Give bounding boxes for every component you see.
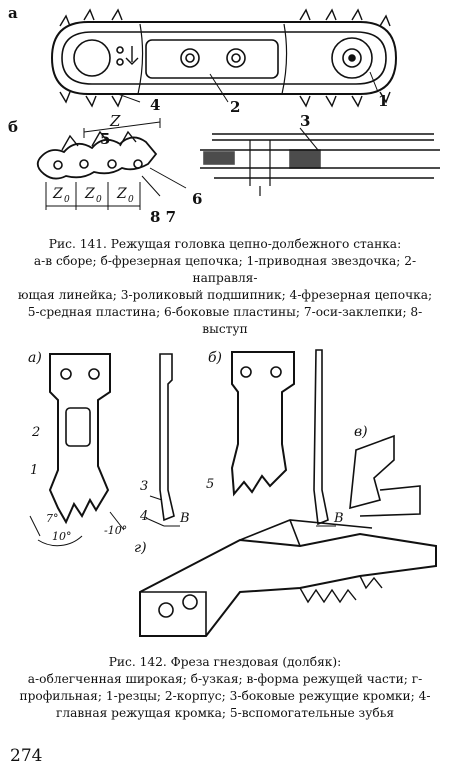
fig142-label-a: а) bbox=[28, 350, 42, 366]
fig142-angle-10: 10° bbox=[52, 530, 72, 543]
fig141-caption-line1: Рис. 141. Режущая головка цепно-долбежно… bbox=[48, 237, 402, 251]
fig142-label-b: б) bbox=[208, 350, 222, 366]
fig141-label-z: Z bbox=[109, 112, 121, 130]
fig142-caption-line4: главная режущая кромка; 5-вспомогательны… bbox=[55, 706, 395, 720]
fig141-label-z0-3-sub: 0 bbox=[128, 195, 134, 205]
fig142-label-4: 4 bbox=[139, 509, 148, 524]
fig141-caption-line2: а-в сборе; б-фрезерная цепочка; 1-привод… bbox=[33, 254, 417, 285]
fig141-label-8-7: 8 7 bbox=[150, 208, 176, 226]
fig142-label-B1: B bbox=[179, 511, 190, 526]
fig142-caption-line1: Рис. 142. Фреза гнездовая (долбяк): bbox=[108, 655, 342, 669]
fig141-label-z0-2: Z bbox=[84, 186, 95, 202]
fig142-label-1: 1 bbox=[30, 463, 38, 478]
fig142-label-B2: B bbox=[333, 511, 344, 526]
fig142-label-g: г) bbox=[134, 540, 147, 556]
figure-142-caption: Рис. 142. Фреза гнездовая (долбяк): а-об… bbox=[8, 654, 442, 722]
fig141-label-6: 6 bbox=[192, 190, 202, 208]
fig141-label-z0-1-sub: 0 bbox=[64, 195, 70, 205]
fig142-label-5: 5 bbox=[206, 477, 214, 492]
fig142-label-2: 2 bbox=[31, 425, 40, 440]
fig141-label-z0-2-sub: 0 bbox=[96, 195, 102, 205]
fig142-caption-line2: а-облегченная широкая; б-узкая; в-форма … bbox=[27, 672, 423, 686]
fig141-caption-line3: ющая линейка; 3-роликовый подшипник; 4-ф… bbox=[17, 288, 433, 302]
fig141-label-b: б bbox=[8, 118, 18, 136]
fig141-caption-line4: 5-средная пластина; 6-боковые пластины; … bbox=[27, 305, 423, 336]
fig141-label-4: 4 bbox=[150, 96, 160, 114]
fig142-caption-line3: профильная; 1-резцы; 2-корпус; 3-боковые… bbox=[19, 689, 431, 703]
fig141-label-5: 5 bbox=[100, 130, 110, 148]
fig142-angle-7: 7° bbox=[46, 512, 59, 525]
figure-141-drawing: а 4 2 1 б Z 5 3 6 8 7 Z 0 Z 0 Z 0 bbox=[8, 4, 440, 226]
figure-141-caption: Рис. 141. Режущая головка цепно-долбежно… bbox=[8, 236, 442, 338]
figure-142-drawing: а) 2 1 7° 10° -10° 3 4 B б) 5 B в) г) bbox=[28, 349, 437, 637]
fig142-label-v: в) bbox=[354, 424, 368, 440]
fig142-label-3: 3 bbox=[140, 479, 148, 494]
fig141-label-3: 3 bbox=[300, 112, 310, 130]
fig141-label-1: 1 bbox=[378, 92, 388, 110]
fig141-label-2: 2 bbox=[230, 98, 240, 116]
fig141-label-a: а bbox=[8, 4, 18, 22]
fig141-label-z0-3: Z bbox=[116, 186, 127, 202]
fig141-label-z0-1: Z bbox=[52, 186, 63, 202]
fig142-angle-minus10: -10° bbox=[104, 524, 127, 537]
page-number: 274 bbox=[10, 746, 43, 766]
